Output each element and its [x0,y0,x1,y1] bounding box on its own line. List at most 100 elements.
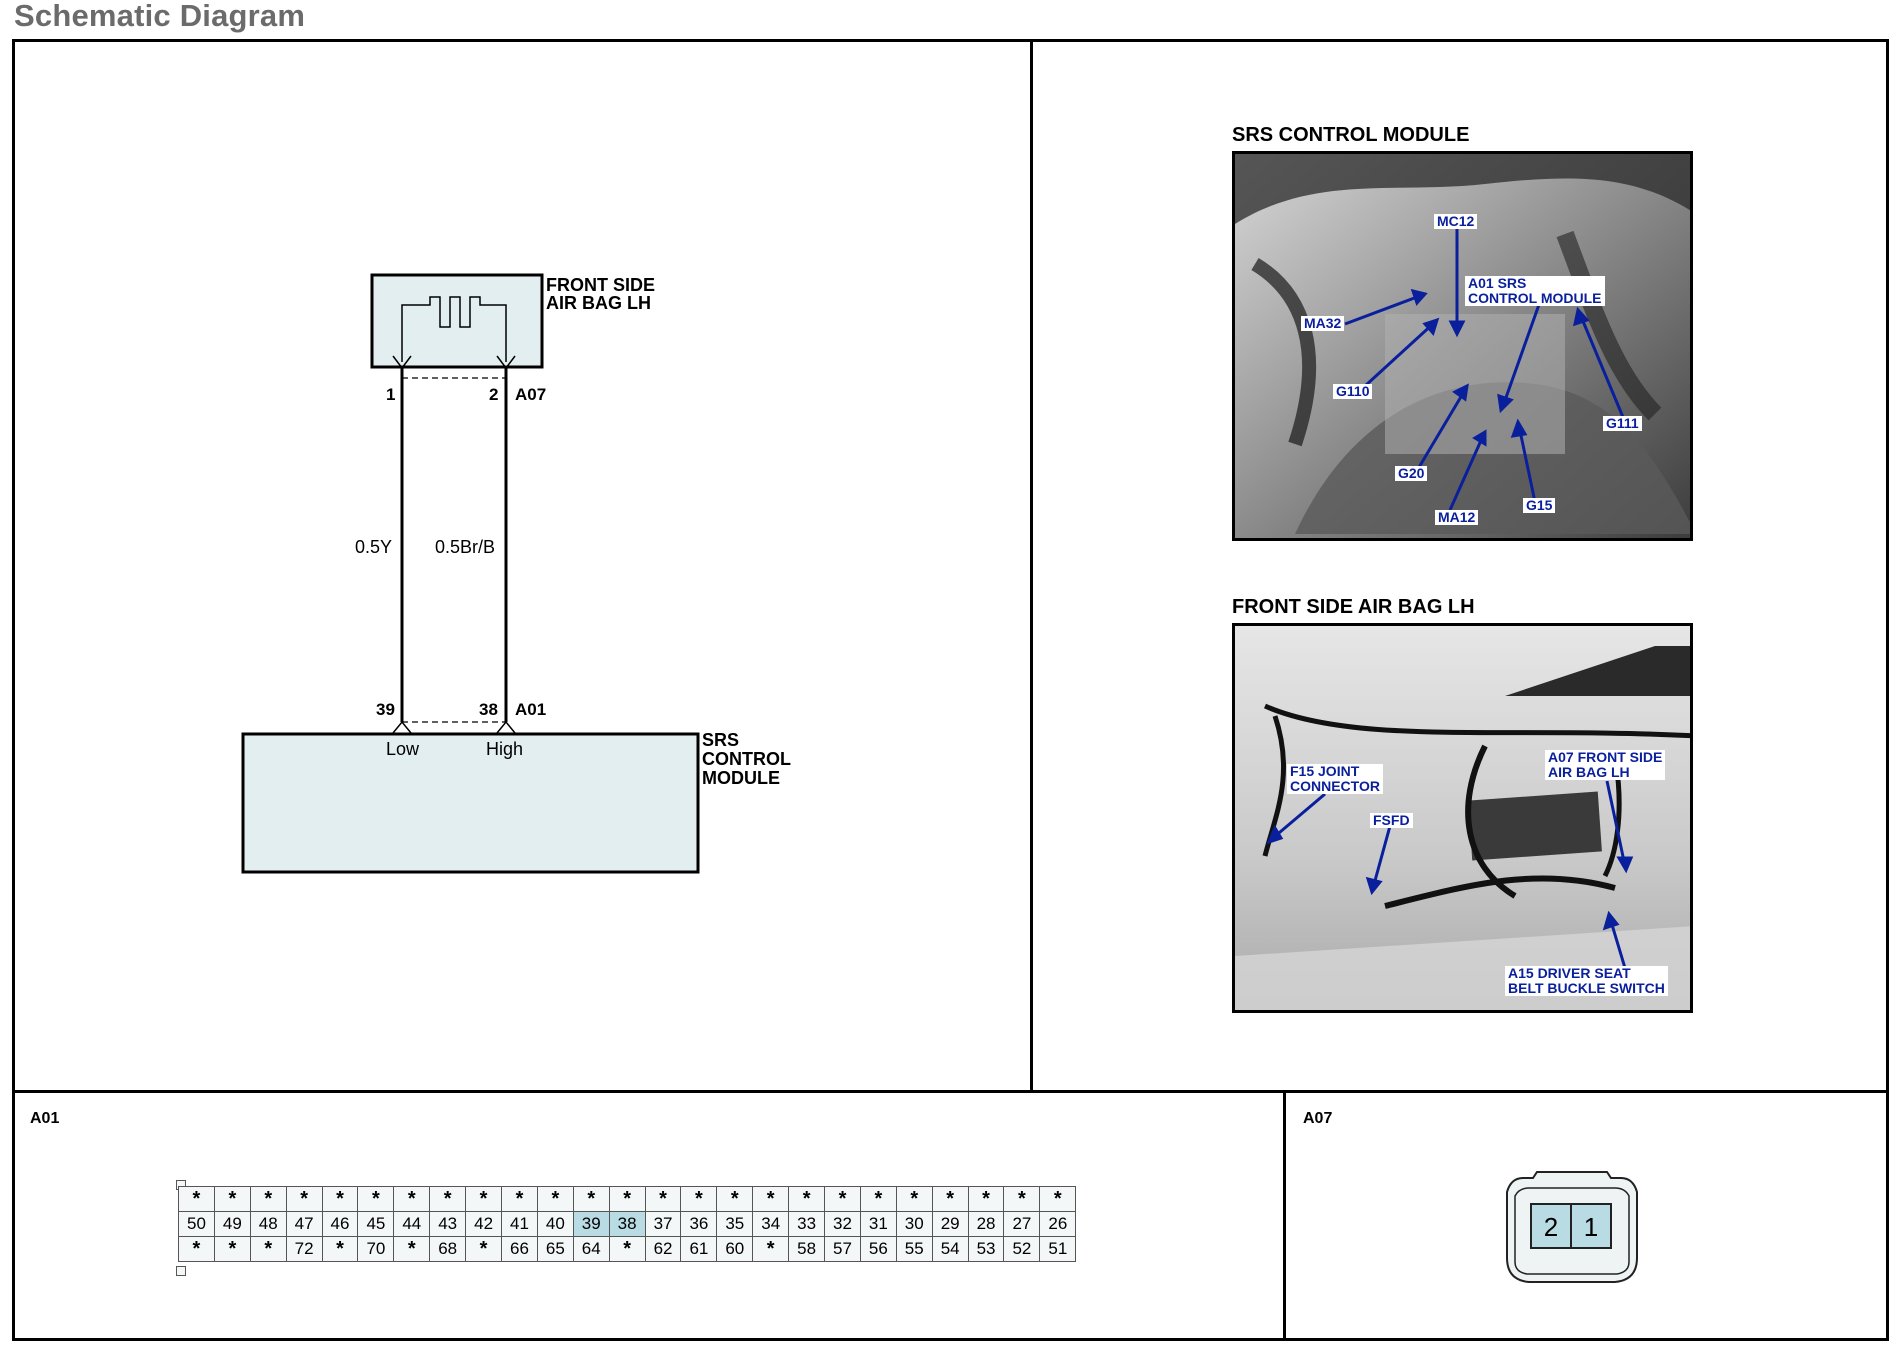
a01-pin-cell: * [321,1236,359,1262]
a01-pin-cell: 51 [1039,1236,1077,1262]
a01-pin-cell: 43 [429,1211,467,1237]
pin-38-terminal [496,720,516,734]
a01-pin-cell: 60 [716,1236,754,1262]
a01-pin-cell: 70 [357,1236,395,1262]
page-title: Schematic Diagram [14,0,306,33]
connector-a01-label: A01 [30,1110,60,1127]
connector-a01-latch-bottom [176,1266,186,1276]
a01-pin-cell: * [824,1186,861,1212]
a01-pin-cell: * [572,1186,610,1212]
airbag-name-line1: FRONT SIDE [546,275,655,295]
module-pin-39-label: 39 [376,700,395,719]
module-connector-id: A01 [515,700,546,719]
a01-pin-cell: 41 [501,1211,538,1237]
callout-a15-buckle: A15 DRIVER SEAT BELT BUCKLE SWITCH [1505,966,1668,996]
callout-g111: G111 [1603,416,1642,431]
a01-pin-cell: 65 [536,1236,574,1262]
a01-pin-cell: * [752,1236,790,1262]
airbag-pin-2-label: 2 [489,385,498,404]
a01-pin-cell: 40 [536,1211,574,1237]
a01-pin-cell: * [465,1186,503,1212]
a01-pin-cell: * [716,1186,754,1212]
a01-pin-cell: * [967,1186,1005,1212]
a01-pin-cell: * [213,1186,251,1212]
a01-pin-cell: * [895,1186,933,1212]
a01-pin-cell: 56 [859,1236,897,1262]
airbag-squib-symbol [401,296,507,331]
a01-pin-cell: * [680,1186,718,1212]
photo-front-side-airbag: F15 JOINT CONNECTOR A07 FRONT SIDE AIR B… [1232,623,1693,1013]
a01-pin-cell: * [321,1186,359,1212]
photo-srs-title: SRS CONTROL MODULE [1232,124,1470,146]
a01-pin-cell: 37 [644,1211,682,1237]
a01-pin-cell: * [1039,1186,1077,1212]
a01-pin-cell: 64 [572,1236,610,1262]
a01-pin-cell: * [178,1186,215,1212]
a01-pin-cell: 68 [429,1236,467,1262]
callout-a01-srs: A01 SRS CONTROL MODULE [1465,276,1605,306]
a07-pin-2-label: 2 [1544,1212,1558,1242]
a01-pin-cell: 66 [501,1236,538,1262]
callout-a07-airbag: A07 FRONT SIDE AIR BAG LH [1545,750,1666,780]
a01-pin-cell: * [1003,1186,1041,1212]
callout-fsfd: FSFD [1370,813,1413,828]
module-name-line3: MODULE [702,768,780,788]
airbag-connector-id: A07 [515,385,546,404]
a01-pin-cell: 53 [967,1236,1005,1262]
airbag-pin-1-label: 1 [386,385,395,404]
a01-pin-cell: 48 [249,1211,287,1237]
wiring-schematic: FRONT SIDE AIR BAG LH 1 2 A07 0.5Y 0.5Br… [241,273,791,874]
a01-pin-cell: 30 [895,1211,933,1237]
a01-pin-cell: * [536,1186,574,1212]
airbag-name-line2: AIR BAG LH [546,293,651,313]
module-name-line1: SRS [702,730,739,750]
a01-pin-cell: 61 [680,1236,718,1262]
a01-pin-cell: 62 [644,1236,682,1262]
a01-pin-cell: 36 [680,1211,718,1237]
a07-pin-2-cell [1530,1203,1572,1249]
a01-pin-cell: * [501,1186,538,1212]
a01-pin-cell: 45 [357,1211,395,1237]
photo-airbag-title: FRONT SIDE AIR BAG LH [1232,596,1475,618]
a01-pin-cell: 72 [285,1236,323,1262]
callout-g110: G110 [1333,384,1373,399]
connector-a07-shape: 2 1 [1506,1171,1638,1283]
terminal-low-label: Low [386,739,420,759]
photo-airbag-image [1235,626,1690,1010]
a01-pin-cell: 58 [788,1236,826,1262]
a01-pin-cell: 27 [1003,1211,1041,1237]
callout-g15: G15 [1523,498,1556,513]
a07-pin-1-label: 1 [1584,1212,1598,1242]
panel-divider-vertical-bottom [1283,1091,1286,1341]
a01-pin-cell: 46 [321,1211,359,1237]
a01-pin-cell: * [465,1236,503,1262]
a01-pin-cell: * [608,1236,646,1262]
callout-f15-joint: F15 JOINT CONNECTOR [1287,764,1383,794]
a01-pin-cell: * [178,1236,215,1262]
a01-pin-row: ************************* [178,1186,1077,1212]
a01-pin-cell: * [249,1186,287,1212]
a01-pin-cell: * [752,1186,790,1212]
a01-pin-cell: 50 [178,1211,215,1237]
a01-pin-cell: 38 [608,1211,646,1237]
a01-pin-cell: 35 [716,1211,754,1237]
a01-pin-cell: 55 [895,1236,933,1262]
a01-pin-cell: 57 [824,1236,861,1262]
a01-pin-cell: * [644,1186,682,1212]
module-pin-38-label: 38 [479,700,498,719]
a01-pin-cell: * [285,1186,323,1212]
a01-pin-cell: * [788,1186,826,1212]
a01-pin-cell: * [931,1186,969,1212]
a01-pin-cell: 44 [393,1211,431,1237]
wire-left-spec: 0.5Y [355,537,392,557]
a01-pin-cell: 54 [931,1236,969,1262]
a07-pin-1-cell [1570,1203,1612,1249]
pin-39-terminal [392,720,412,734]
photo-srs-control-module: MC12 A01 SRS CONTROL MODULE MA32 G110 G1… [1232,151,1693,541]
callout-g20: G20 [1395,466,1428,481]
a01-pin-cell: * [608,1186,646,1212]
callout-ma32: MA32 [1301,316,1345,331]
